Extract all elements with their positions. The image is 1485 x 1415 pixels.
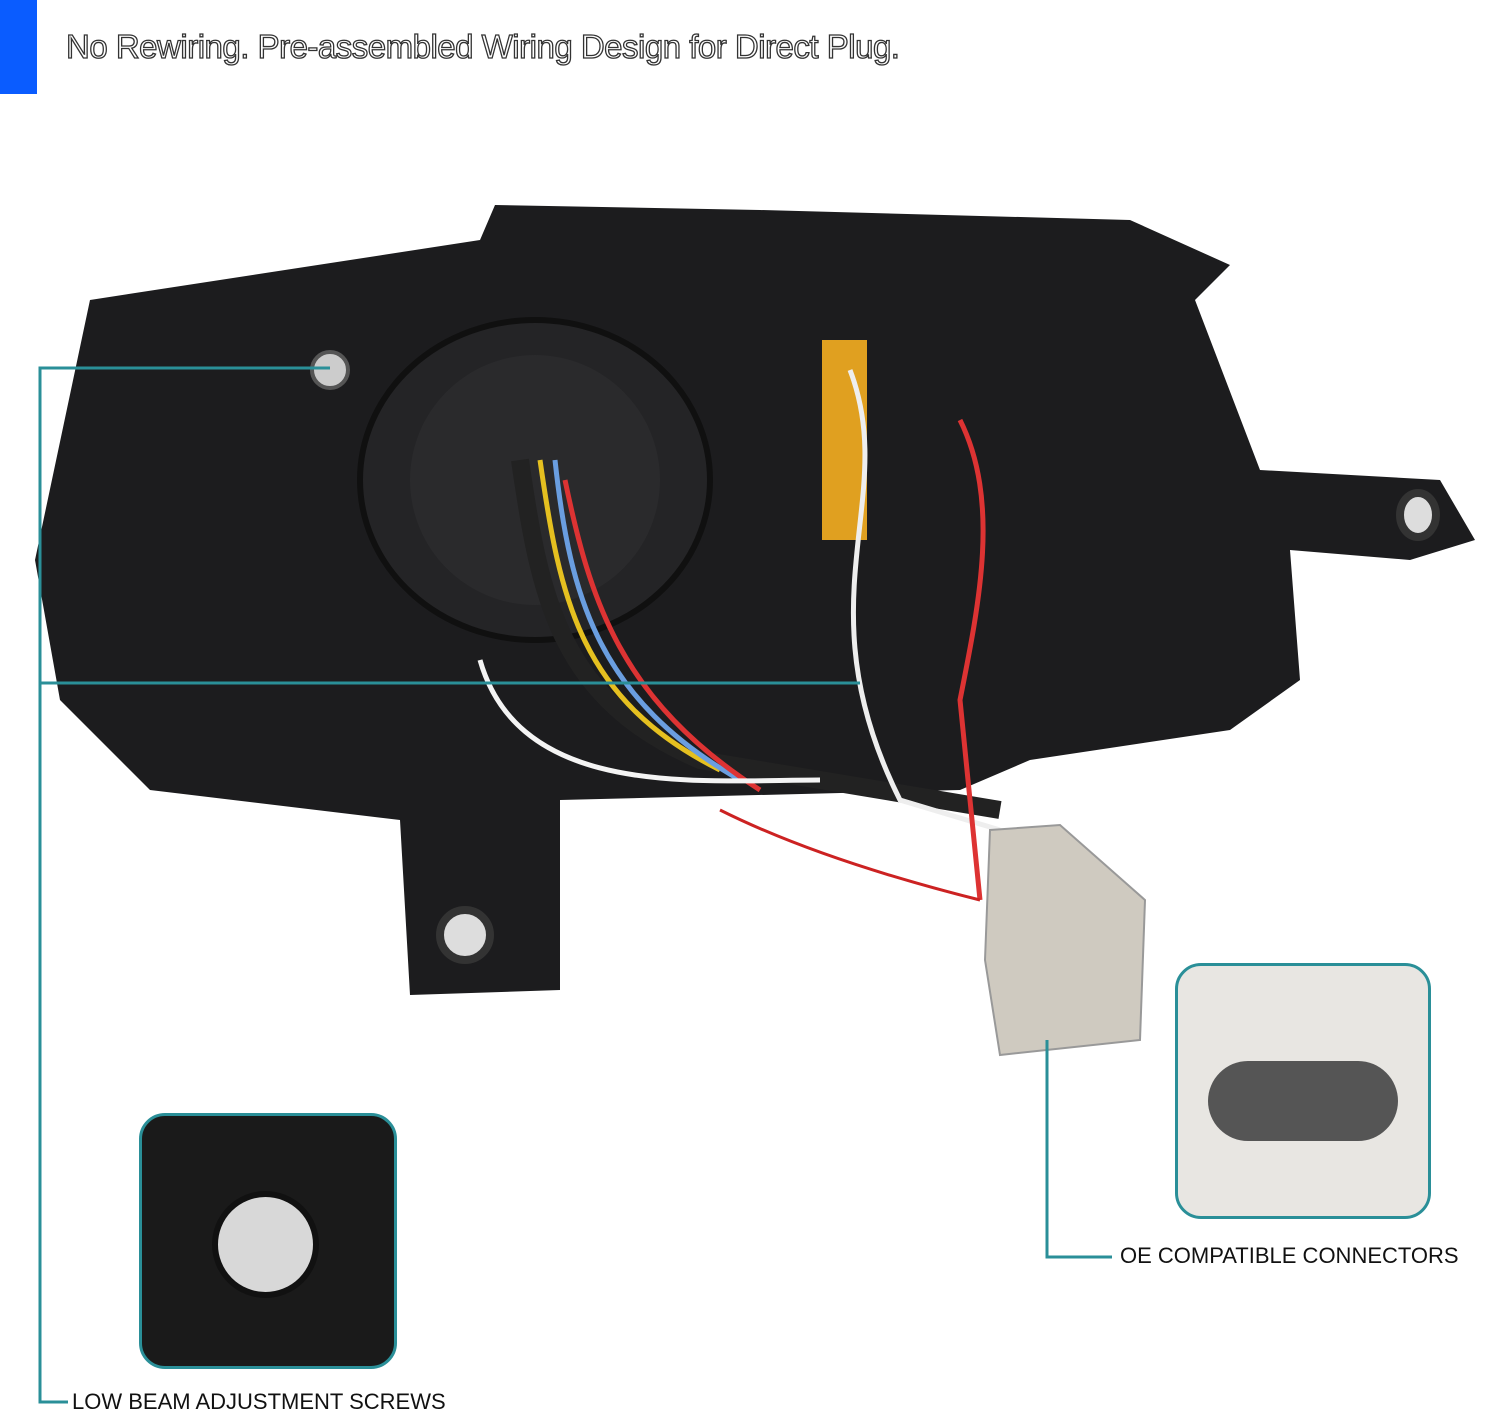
screw-icon: [212, 1191, 319, 1298]
connector-plug: [983, 823, 1147, 1057]
accent-bar: [0, 0, 37, 94]
low-beam-screw-inset: [139, 1113, 397, 1369]
mount-hole: [436, 906, 494, 964]
connector-pins-icon: [1208, 1061, 1398, 1141]
wiring-harness: [477, 369, 1002, 902]
bulb-cover: [410, 355, 660, 605]
headlight-housing: [35, 205, 1475, 995]
callout-lines: [38, 366, 1112, 1404]
mount-hole: [1396, 489, 1440, 541]
headline: No Rewiring. Pre-assembled Wiring Design…: [65, 27, 900, 65]
low-beam-callout-label: LOW BEAM ADJUSTMENT SCREWS: [72, 1389, 446, 1414]
connector-inset: [1175, 963, 1431, 1219]
connectors-callout-label: OE COMPATIBLE CONNECTORS: [1120, 1243, 1459, 1268]
adjustment-screw-icon: [310, 350, 350, 390]
